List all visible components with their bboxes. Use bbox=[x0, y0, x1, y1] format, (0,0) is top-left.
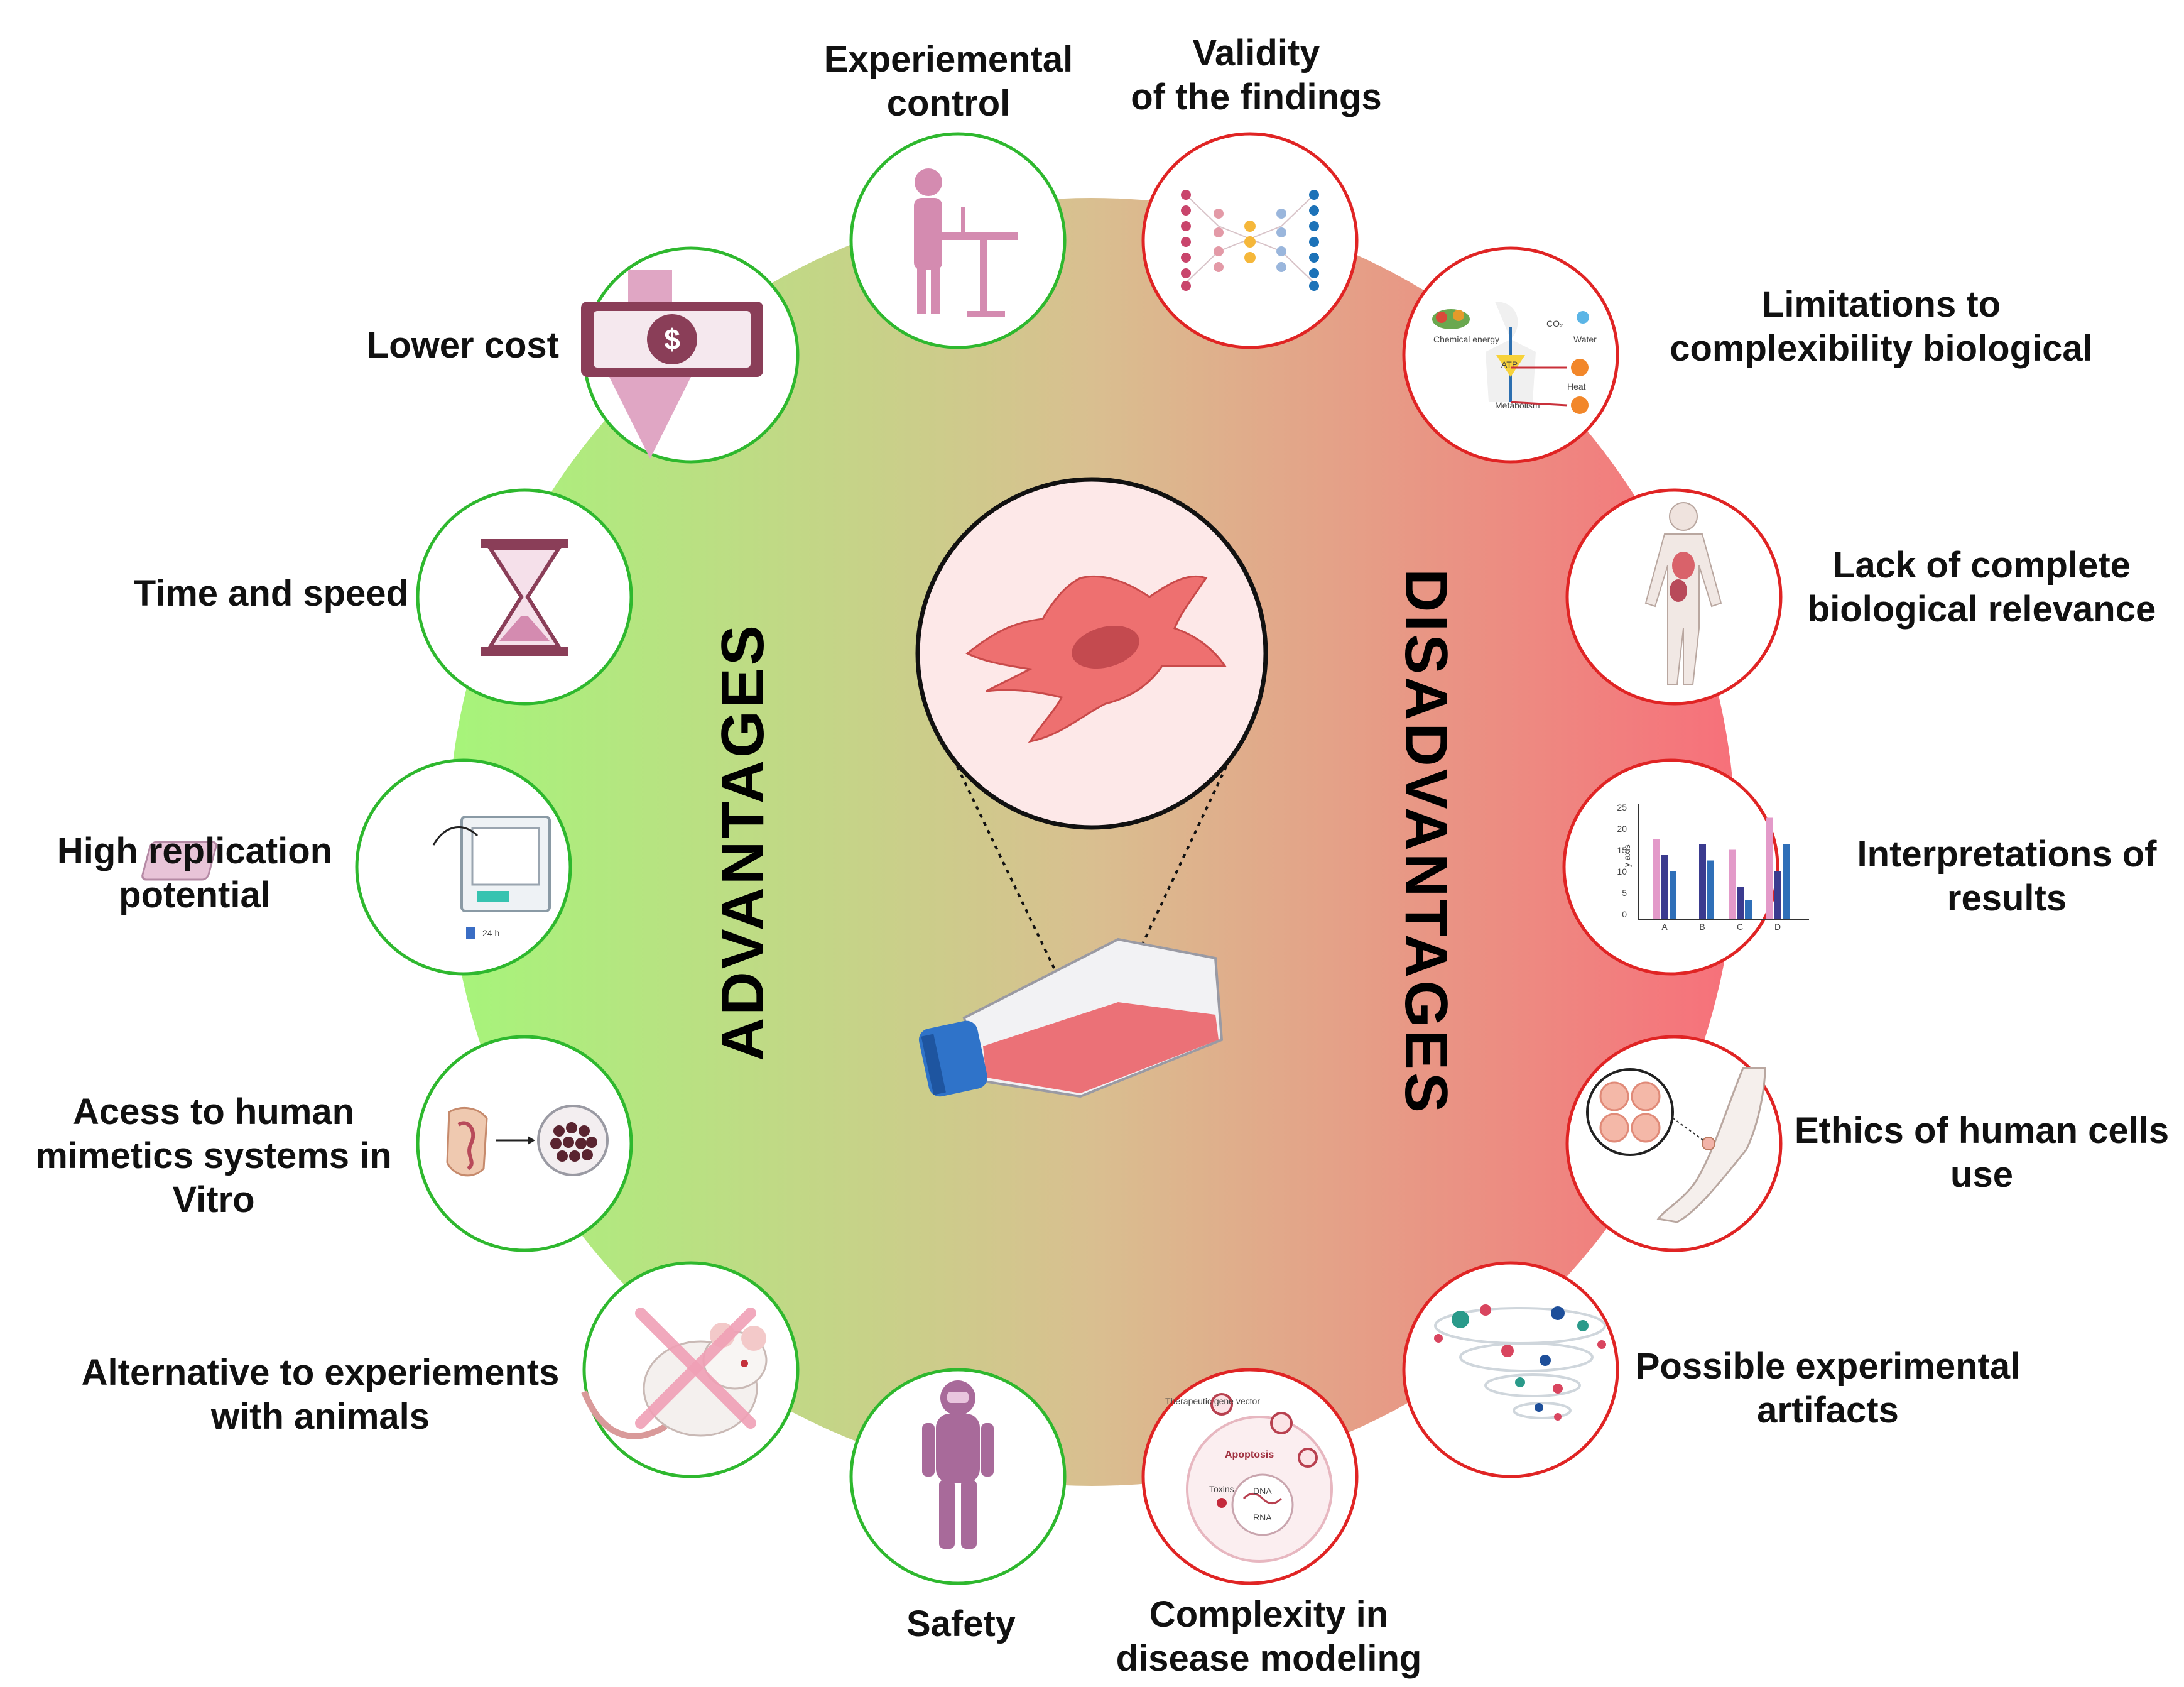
hazmat-suit-icon bbox=[922, 1380, 994, 1549]
advantage-ring-time-speed bbox=[416, 488, 633, 706]
rna-label: RNA bbox=[1253, 1512, 1272, 1522]
arm-cells-icon bbox=[1586, 1067, 1766, 1223]
disadvantage-ring-disease-modeling: Apoptosis DNA RNA Toxins Therapeutic gen… bbox=[1141, 1368, 1359, 1585]
chart-tick-label: 10 bbox=[1617, 866, 1627, 876]
human-body-icon bbox=[1644, 502, 1722, 685]
network-icon bbox=[1181, 190, 1319, 291]
chart-category-label: B bbox=[1699, 922, 1705, 932]
chart-bar bbox=[1653, 839, 1660, 919]
chart-bar bbox=[1670, 871, 1676, 919]
advantage-ring-lower-cost: $ bbox=[581, 246, 800, 464]
toxins-label: Toxins bbox=[1209, 1484, 1234, 1494]
chart-bar bbox=[1737, 887, 1744, 919]
chart-tick-label: 20 bbox=[1617, 824, 1627, 834]
chart-category-label: A bbox=[1661, 922, 1668, 932]
scientist-at-bench-icon bbox=[914, 168, 1018, 317]
chart-bar bbox=[1783, 844, 1790, 919]
cell-nucleus bbox=[1072, 625, 1139, 669]
vector-label: Therapeutic gene vector bbox=[1165, 1396, 1260, 1406]
crossed-rat-icon bbox=[581, 1308, 768, 1439]
svg-text:$: $ bbox=[664, 323, 680, 356]
disadvantage-ring-ethics bbox=[1565, 1035, 1783, 1252]
heat-label: Heat bbox=[1567, 381, 1586, 391]
label-time-speed: Time and speed bbox=[133, 573, 408, 614]
advantage-ring-human-mimetics bbox=[416, 1035, 633, 1252]
money-down-arrow-icon: $ bbox=[581, 270, 763, 459]
advantage-ring-safety bbox=[849, 1368, 1067, 1585]
incubator-plate-icon: 24 h bbox=[141, 816, 551, 939]
advantage-ring-high-replication: 24 h bbox=[141, 758, 572, 976]
culture-flask-icon bbox=[918, 937, 1224, 1098]
chemical-energy-label: Chemical energy bbox=[1433, 334, 1499, 344]
water-label: Water bbox=[1573, 334, 1597, 344]
tornado-particles-icon bbox=[1434, 1304, 1606, 1421]
disadvantage-ring-interpretations: y axis 25 20 15 10 5 0 A B C D bbox=[1562, 758, 1809, 976]
advantage-ring-animal-alternative bbox=[581, 1261, 800, 1478]
dna-label: DNA bbox=[1253, 1486, 1272, 1496]
gradient-disc bbox=[448, 198, 1736, 1486]
chart-bar bbox=[1766, 817, 1773, 919]
chart-bar bbox=[1729, 849, 1736, 919]
chart-tick-label: 15 bbox=[1617, 845, 1627, 855]
chart-axis-label: y axis bbox=[1622, 844, 1632, 867]
metabolism-icon: Chemical energy ATP Metabolism CO₂ Water… bbox=[1432, 302, 1597, 414]
bar-chart-icon: y axis 25 20 15 10 5 0 A B C D bbox=[1617, 802, 1809, 932]
chart-category-label: D bbox=[1774, 922, 1781, 932]
apoptosis-label: Apoptosis bbox=[1225, 1450, 1274, 1460]
advantage-ring-experimental-control bbox=[849, 132, 1067, 349]
advantages-title: ADVANTAGES bbox=[709, 623, 776, 1061]
disadvantage-ring-limitations: Chemical energy ATP Metabolism CO₂ Water… bbox=[1402, 246, 1619, 464]
chart-bar bbox=[1699, 844, 1706, 919]
incubator-time-label: 24 h bbox=[482, 928, 499, 938]
chart-category-label: C bbox=[1737, 922, 1743, 932]
disadvantage-ring-biological-relevance bbox=[1565, 488, 1783, 706]
disadvantages-title: DISADVANTAGES bbox=[1393, 569, 1460, 1115]
apoptosis-icon: Apoptosis DNA RNA Toxins Therapeutic gen… bbox=[1165, 1393, 1333, 1563]
label-safety: Safety bbox=[906, 1603, 1016, 1644]
disadvantage-ring-artifacts bbox=[1402, 1261, 1619, 1478]
cell-magnifier bbox=[915, 477, 1268, 1050]
chart-tick-label: 0 bbox=[1622, 909, 1627, 919]
chart-bar bbox=[1745, 900, 1752, 919]
hourglass-icon bbox=[481, 539, 568, 656]
chart-bar bbox=[1774, 871, 1781, 919]
organoid-dish-icon bbox=[446, 1105, 609, 1177]
chart-tick-label: 5 bbox=[1622, 888, 1627, 898]
label-lower-cost: Lower cost bbox=[366, 325, 559, 366]
chart-bar bbox=[1661, 855, 1668, 919]
disadvantage-ring-validity bbox=[1141, 132, 1359, 349]
chart-bar bbox=[1707, 860, 1714, 919]
co2-label: CO₂ bbox=[1546, 319, 1563, 329]
chart-tick-label: 25 bbox=[1617, 802, 1627, 812]
